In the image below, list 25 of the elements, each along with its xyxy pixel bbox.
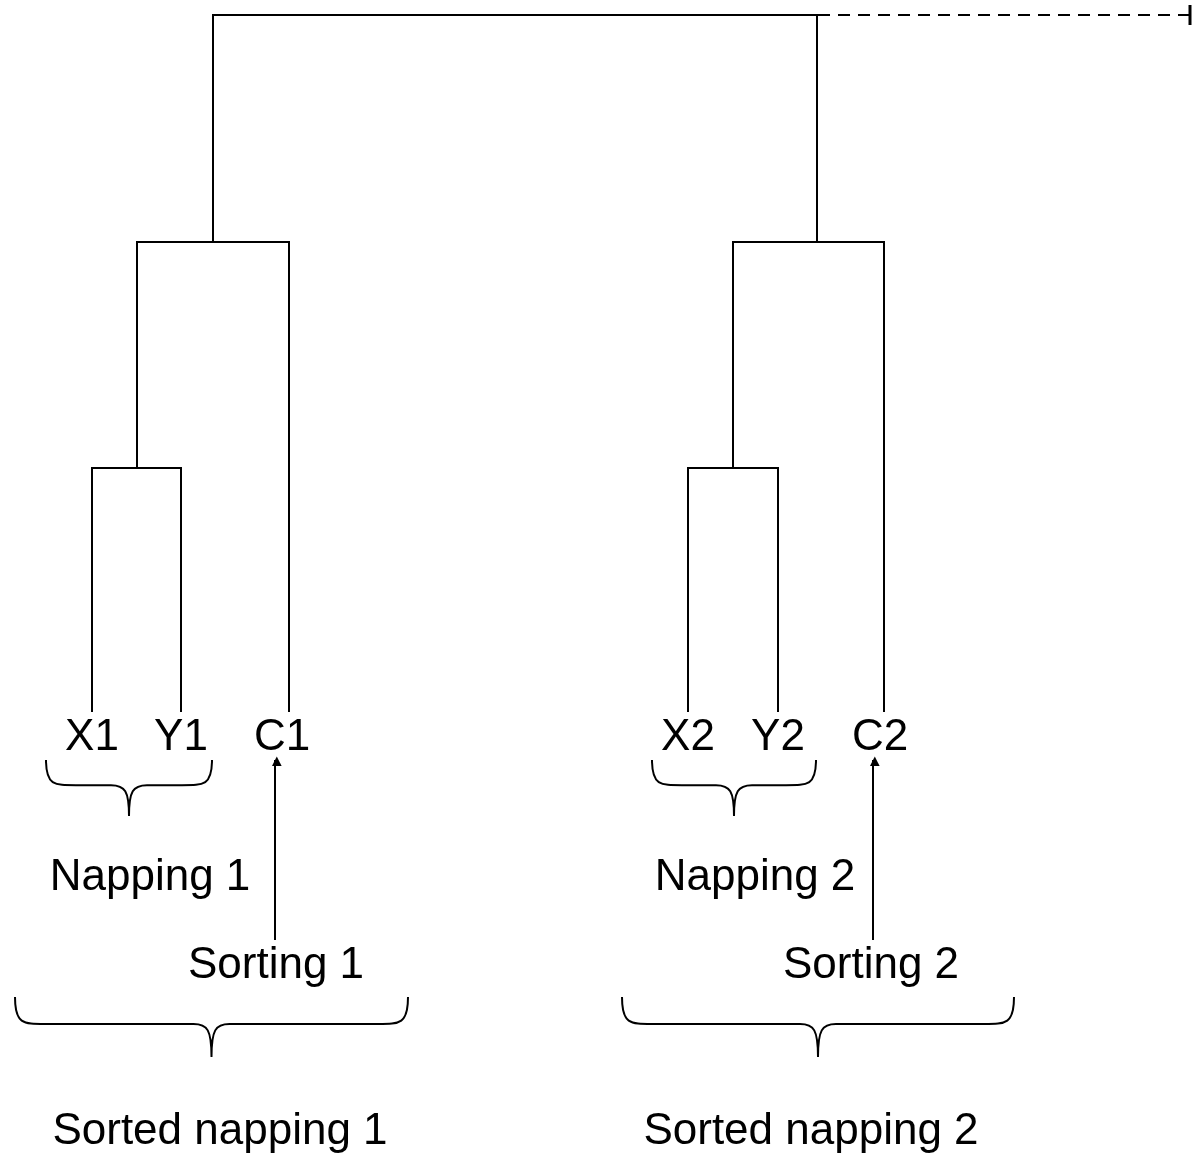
cut-line [817,3,1192,27]
arrow [870,756,880,941]
group-title: Sorted napping 1 [52,1106,388,1152]
dendrogram-branch [687,468,689,713]
leaf-label: X2 [661,712,715,758]
leaf-label: Y2 [751,712,805,758]
group-label: Napping 2 [654,852,856,898]
group-label: Napping 1 [49,852,251,898]
dendrogram-branch [180,468,182,713]
leaf-label: Y1 [154,712,208,758]
method-label: Sorting 2 [782,940,960,986]
dendrogram-branch [288,242,290,713]
leaf-label: C2 [851,712,909,758]
dendrogram-branch [136,242,138,468]
leaf-label: C1 [253,712,311,758]
dendrogram-branch [212,15,214,242]
dendrogram-branch [732,242,734,468]
method-label: Sorting 1 [187,940,365,986]
leaf-label: X1 [65,712,119,758]
group-title: Sorted napping 2 [643,1106,979,1152]
dendrogram-branch [883,242,885,713]
dendrogram-branch [91,468,93,713]
dendrogram-branch [816,15,818,242]
dendrogram-branch [777,468,779,713]
arrow [272,756,282,941]
